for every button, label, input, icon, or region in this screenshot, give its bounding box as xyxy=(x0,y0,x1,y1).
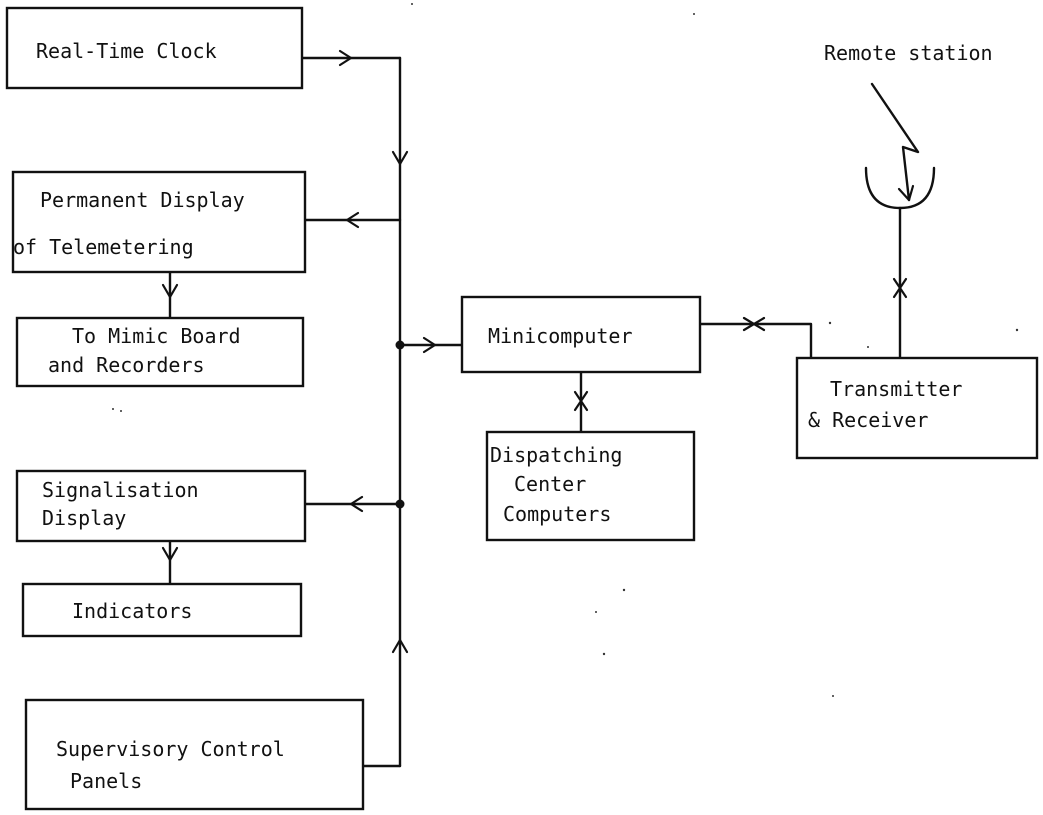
arrow-down-mimic xyxy=(161,283,179,299)
transmitter-receiver-box xyxy=(795,356,1039,460)
real-time-clock-block: Real-Time Clock xyxy=(5,6,304,90)
permanent-display-label-line2: of Telemetering xyxy=(13,235,194,259)
real-time-clock-label: Real-Time Clock xyxy=(36,39,217,63)
transmitter-receiver-label-line1: Transmitter xyxy=(830,377,962,401)
transmitter-receiver-label-line2: & Receiver xyxy=(808,408,928,432)
supervisory-control-box xyxy=(24,698,365,811)
connectors xyxy=(168,56,902,768)
arrow-down-indicators xyxy=(161,546,179,562)
bidirectional-mark-dispatching xyxy=(573,390,589,412)
mimic-board-label-line1: To Mimic Board xyxy=(72,324,241,348)
arrow-down-bus-upper xyxy=(391,150,409,166)
signalisation-display-box xyxy=(15,469,307,543)
dispatching-center-block: Dispatching Center Computers xyxy=(485,430,696,542)
transmitter-receiver-block: Transmitter & Receiver xyxy=(795,356,1039,460)
bidirectional-mark-antenna xyxy=(892,277,908,299)
minicomputer-to-transmitter-line xyxy=(698,322,813,360)
indicators-label: Indicators xyxy=(72,599,192,623)
bidirectional-mark-transmitter xyxy=(742,316,766,332)
arrow-right-minicomputer xyxy=(422,336,437,354)
supervisory-control-block: Supervisory Control Panels xyxy=(24,698,365,811)
junction-dot-minicomputer xyxy=(395,340,405,350)
arrowheads xyxy=(161,49,908,654)
arrow-right-clock xyxy=(338,49,353,67)
supervisory-control-label-line1: Supervisory Control xyxy=(56,737,285,761)
arrow-up-bus-lower xyxy=(391,638,409,654)
indicators-block: Indicators xyxy=(21,582,303,638)
signalisation-display-block: Signalisation Display xyxy=(15,469,307,543)
arrow-left-signalisation xyxy=(349,495,364,513)
permanent-display-label-line1: Permanent Display xyxy=(40,188,245,212)
minicomputer-box xyxy=(460,295,702,374)
signalisation-display-label-line2: Display xyxy=(42,506,126,530)
dispatching-center-box xyxy=(485,430,696,542)
real-time-clock-box xyxy=(5,6,304,90)
mimic-board-box xyxy=(15,316,305,388)
permanent-display-block: Permanent Display of Telemetering xyxy=(11,170,307,274)
minicomputer-label: Minicomputer xyxy=(488,324,633,348)
mimic-board-block: To Mimic Board and Recorders xyxy=(15,316,305,388)
remote-station-label: Remote station xyxy=(824,41,993,65)
junction-dot-signalisation xyxy=(395,499,405,509)
dispatching-center-label-line2: Center xyxy=(514,472,586,496)
lightning-signal-icon xyxy=(870,82,920,202)
mimic-board-label-line2: and Recorders xyxy=(48,353,205,377)
signalisation-display-label-line1: Signalisation xyxy=(42,478,199,502)
supervisory-control-label-line2: Panels xyxy=(70,769,142,793)
satellite-dish-icon xyxy=(864,166,936,210)
arrow-left-permanent-display xyxy=(345,211,360,229)
dispatching-center-label-line1: Dispatching xyxy=(490,443,622,467)
scan-specks xyxy=(112,3,1019,697)
dispatching-center-label-line3: Computers xyxy=(503,502,611,526)
permanent-display-box xyxy=(11,170,307,274)
indicators-box xyxy=(21,582,303,638)
minicomputer-block: Minicomputer xyxy=(460,295,702,374)
